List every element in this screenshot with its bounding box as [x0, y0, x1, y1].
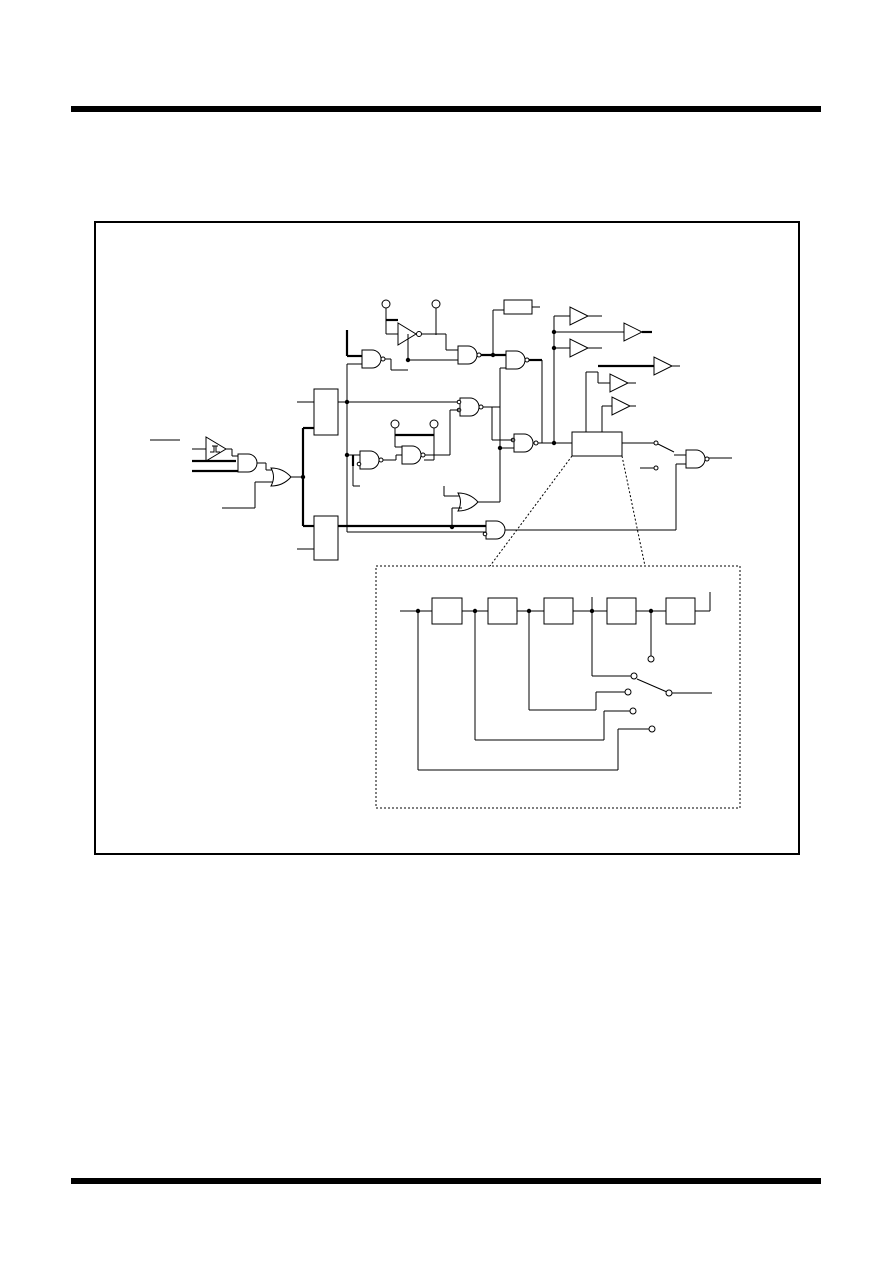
tap-terminal-3 [624, 688, 632, 696]
tap-terminal-1 [647, 655, 655, 663]
buffer-out-3 [569, 338, 590, 358]
flip-flop-5 [665, 597, 696, 625]
detail-inset [375, 565, 741, 809]
input-section [150, 436, 306, 509]
flip-flop-4 [606, 597, 637, 625]
or-gate-lower [457, 492, 479, 512]
output-section [489, 306, 732, 567]
terminal-top-right [431, 299, 441, 309]
resistor-block [503, 299, 533, 315]
flip-flop-1 [431, 597, 463, 625]
nand-gate-mid [459, 397, 480, 417]
terminal-mid-right [429, 419, 439, 429]
tap-terminal-5 [648, 725, 656, 733]
buffer-out-2 [623, 322, 644, 342]
flip-flop-2 [487, 597, 518, 625]
detail-inset-border [375, 565, 741, 809]
nand-gate-top-right [505, 350, 526, 370]
register-block-upper [313, 388, 339, 436]
nand-gate-top-left [361, 349, 382, 369]
terminal-top-left [381, 299, 391, 309]
and-gate-output [685, 449, 706, 469]
and-gate-input [237, 453, 258, 473]
divider-block [571, 431, 623, 457]
footer-rule [71, 1178, 821, 1184]
schmitt-trigger-buffer [205, 436, 227, 462]
buffer-out-1 [569, 306, 590, 326]
buffer-gate-top [397, 322, 417, 346]
and-gate-bottom [485, 520, 506, 540]
tap-terminal-4 [629, 707, 637, 715]
left-blocks [297, 388, 339, 561]
nand-gate-top-center [457, 345, 478, 365]
selector-switch-pivot [665, 689, 673, 697]
selector-switch-arm [636, 678, 668, 693]
tap-terminal-2 [630, 672, 638, 680]
flip-flop-3 [543, 597, 574, 625]
buffer-out-6 [611, 396, 632, 416]
middle-logic [338, 299, 686, 540]
or-gate-input [270, 467, 292, 487]
register-block-lower [313, 515, 339, 561]
nand-gate-lower-left [359, 450, 380, 470]
nand-gate-lower-center [401, 445, 422, 465]
buffer-out-4 [653, 356, 674, 376]
diagram-frame [94, 221, 800, 855]
buffer-out-5 [609, 373, 630, 393]
nand-gate-right [513, 433, 534, 453]
header-rule [71, 106, 821, 112]
terminal-mid-left [390, 419, 400, 429]
